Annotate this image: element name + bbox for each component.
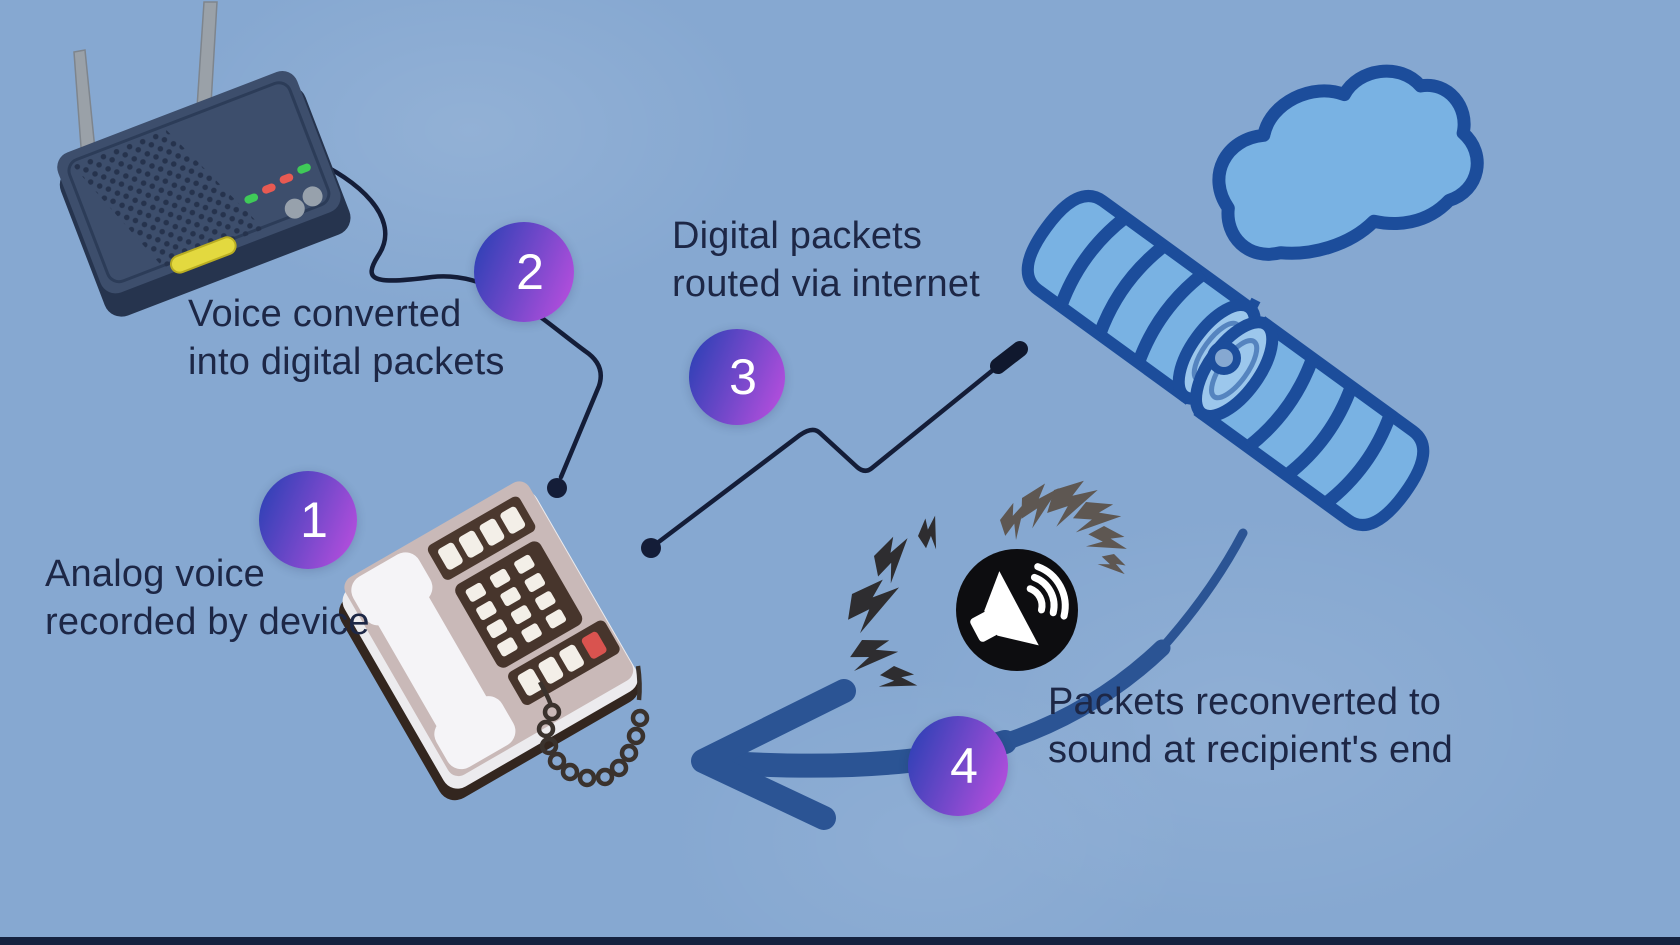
- wire-end-dot: [641, 538, 661, 558]
- router-knob: [284, 198, 305, 219]
- wire-phone-to-cloud: [649, 341, 1028, 550]
- step-label-voice-converted: Voice converted into digital packets: [188, 290, 505, 386]
- connector-ring: [1207, 341, 1241, 375]
- phone-coiled-cord: [536, 665, 650, 788]
- step-number: 3: [729, 349, 757, 405]
- step-number: 1: [300, 492, 328, 548]
- wifi-router-icon: [57, 1, 351, 317]
- loudspeaker-noise-icon: [843, 480, 1132, 706]
- step-badge-1: 1: [259, 471, 357, 569]
- router-yellow-button: [169, 236, 237, 274]
- arrow-head: [691, 679, 856, 830]
- step-number: 4: [950, 738, 978, 794]
- router-status-leds: [244, 163, 311, 204]
- footer-bar: [0, 937, 1680, 945]
- phone-handset: [351, 552, 516, 770]
- speaker-glyph: [970, 563, 1069, 646]
- step-label-digital-packets: Digital packets routed via internet: [672, 212, 980, 308]
- noise-bolts-left: [843, 512, 953, 706]
- wire-end-dot: [547, 478, 567, 498]
- label-line: Digital packets: [672, 215, 923, 257]
- step-number: 2: [516, 244, 544, 300]
- step-badge-3: 3: [689, 329, 785, 425]
- router-vents: [72, 129, 265, 268]
- router-knob: [302, 186, 323, 207]
- step-badge-2: 2: [474, 222, 574, 322]
- label-line: sound at recipient's end: [1048, 729, 1453, 771]
- phone-keypad: [455, 541, 583, 668]
- label-line: into digital packets: [188, 341, 505, 383]
- label-line: routed via internet: [672, 263, 980, 305]
- cloud-database-satellite-icon: [1014, 64, 1484, 537]
- step-badge-4: 4: [908, 716, 1008, 816]
- label-line: recorded by device: [45, 601, 370, 643]
- cable-plug-cloud: [990, 341, 1028, 374]
- label-line: Analog voice: [45, 553, 265, 595]
- landline-phone-icon: [339, 481, 650, 801]
- label-line: Packets reconverted to: [1048, 681, 1442, 723]
- cloud-icon: [1212, 64, 1484, 261]
- phone-top-key-strip: [427, 496, 536, 580]
- phone-bottom-key-strip: [508, 620, 620, 706]
- step-label-packets-reconverted: Packets reconverted to sound at recipien…: [1048, 678, 1453, 774]
- step-label-analog-voice: Analog voice recorded by device: [45, 550, 370, 646]
- label-line: Voice converted: [188, 293, 462, 335]
